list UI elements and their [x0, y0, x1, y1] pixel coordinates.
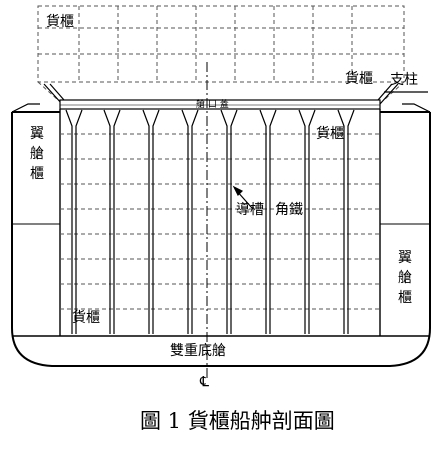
label-deck-container-right: 貨櫃	[345, 70, 373, 87]
guide-rail-7	[298, 109, 316, 334]
cell-guide-rails	[65, 109, 355, 334]
guide-rail-2	[103, 109, 121, 334]
hold-container-grid	[60, 133, 380, 310]
hatch-cover	[59, 99, 381, 110]
label-wing-tank-left: 翼 艙 櫃	[30, 126, 44, 182]
guide-rail-1	[65, 109, 83, 334]
svg-text:艙: 艙	[398, 270, 412, 286]
svg-text:櫃: 櫃	[398, 290, 412, 306]
deck-container-stack	[37, 5, 405, 101]
guide-rail-5	[220, 109, 238, 334]
label-hold-container-bottom: 貨櫃	[72, 309, 100, 326]
label-guide-rail: 導槽	[236, 202, 264, 218]
guide-rail-4	[181, 109, 199, 334]
label-pillar: 支柱	[390, 72, 418, 88]
svg-text:艙: 艙	[30, 146, 44, 162]
pillar-supports	[43, 83, 428, 105]
svg-text:翼: 翼	[30, 126, 44, 142]
label-hold-container-upper: 貨櫃	[316, 125, 344, 142]
svg-text:翼: 翼	[398, 250, 412, 266]
guide-rail-6	[259, 109, 277, 334]
label-angle-iron: 角鐵	[275, 201, 303, 218]
figure-caption: 圖 1 貨櫃船舯剖面圖	[140, 409, 335, 433]
svg-text:櫃: 櫃	[30, 166, 44, 182]
guide-rail-3	[142, 109, 160, 334]
label-hatch-cover: 艙 口 蓋	[196, 98, 229, 110]
guide-rail-8	[337, 109, 355, 334]
label-deck-container-left: 貨櫃	[46, 13, 74, 30]
guide-rail-arrow	[232, 185, 253, 209]
label-double-bottom: 雙重底艙	[170, 343, 226, 359]
centerline-symbol: ℄	[199, 374, 209, 390]
label-wing-tank-right: 翼 艙 櫃	[398, 250, 412, 306]
hull-outline	[11, 103, 431, 367]
